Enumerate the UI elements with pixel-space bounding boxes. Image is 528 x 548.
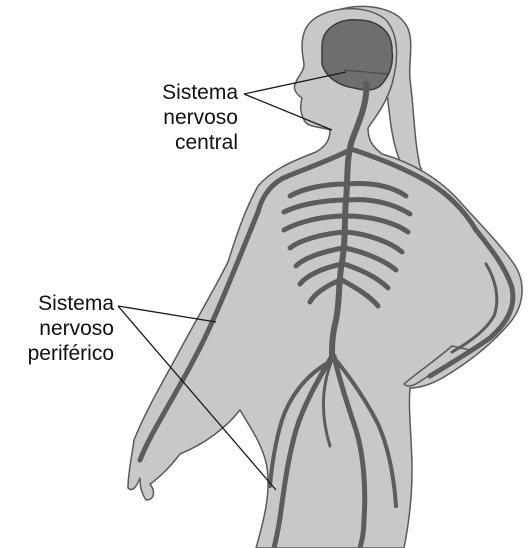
label-peripheral-line-3: periférico: [4, 341, 114, 366]
label-central-nervous-system: Sistema nervoso central: [120, 80, 238, 155]
label-peripheral-nervous-system: Sistema nervoso periférico: [4, 291, 114, 366]
label-peripheral-line-1: Sistema: [4, 291, 114, 316]
label-peripheral-line-2: nervoso: [4, 316, 114, 341]
brain: [322, 20, 392, 90]
label-central-line-3: central: [120, 130, 238, 155]
label-central-line-1: Sistema: [120, 80, 238, 105]
label-central-line-2: nervoso: [120, 105, 238, 130]
